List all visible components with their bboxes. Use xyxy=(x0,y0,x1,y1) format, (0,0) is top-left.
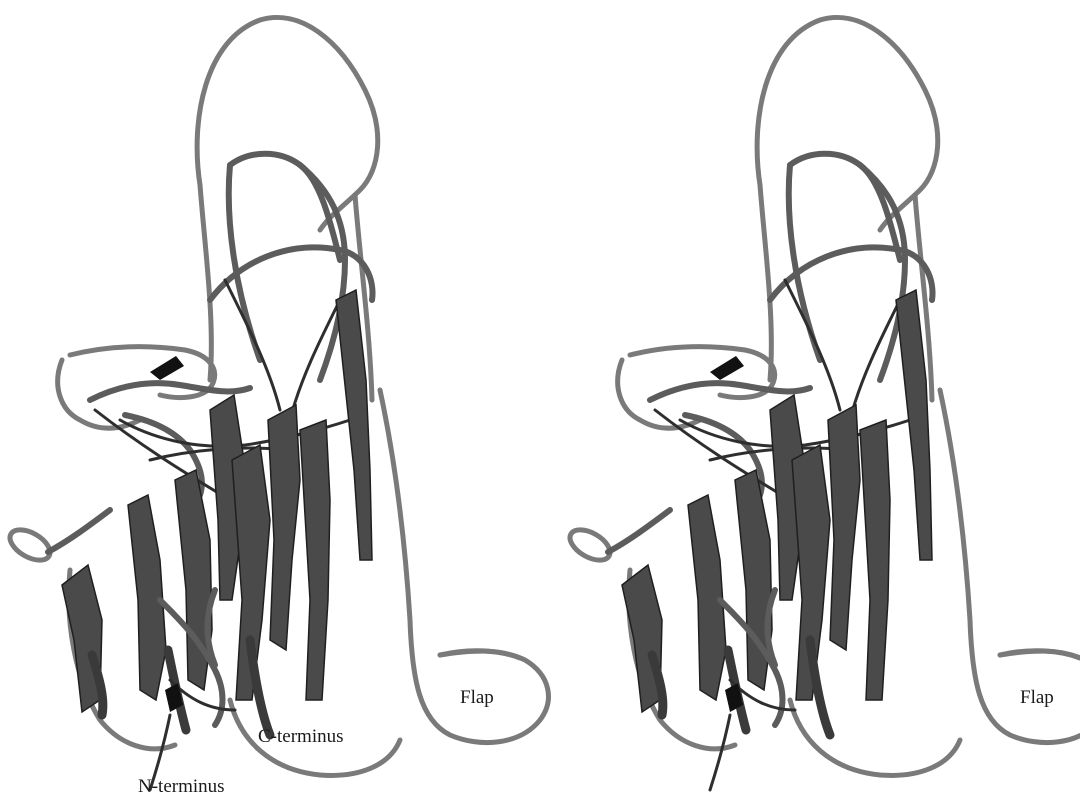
left-flap-label: Flap xyxy=(460,687,494,708)
left-ribbon-panel: Flap C-terminus N-terminus xyxy=(5,17,548,797)
right-flap-label: Flap xyxy=(1020,687,1054,708)
c-terminus-label: C-terminus xyxy=(258,726,344,747)
n-terminus-label: N-terminus xyxy=(138,776,225,797)
right-ribbon-panel: Flap xyxy=(565,17,1080,790)
